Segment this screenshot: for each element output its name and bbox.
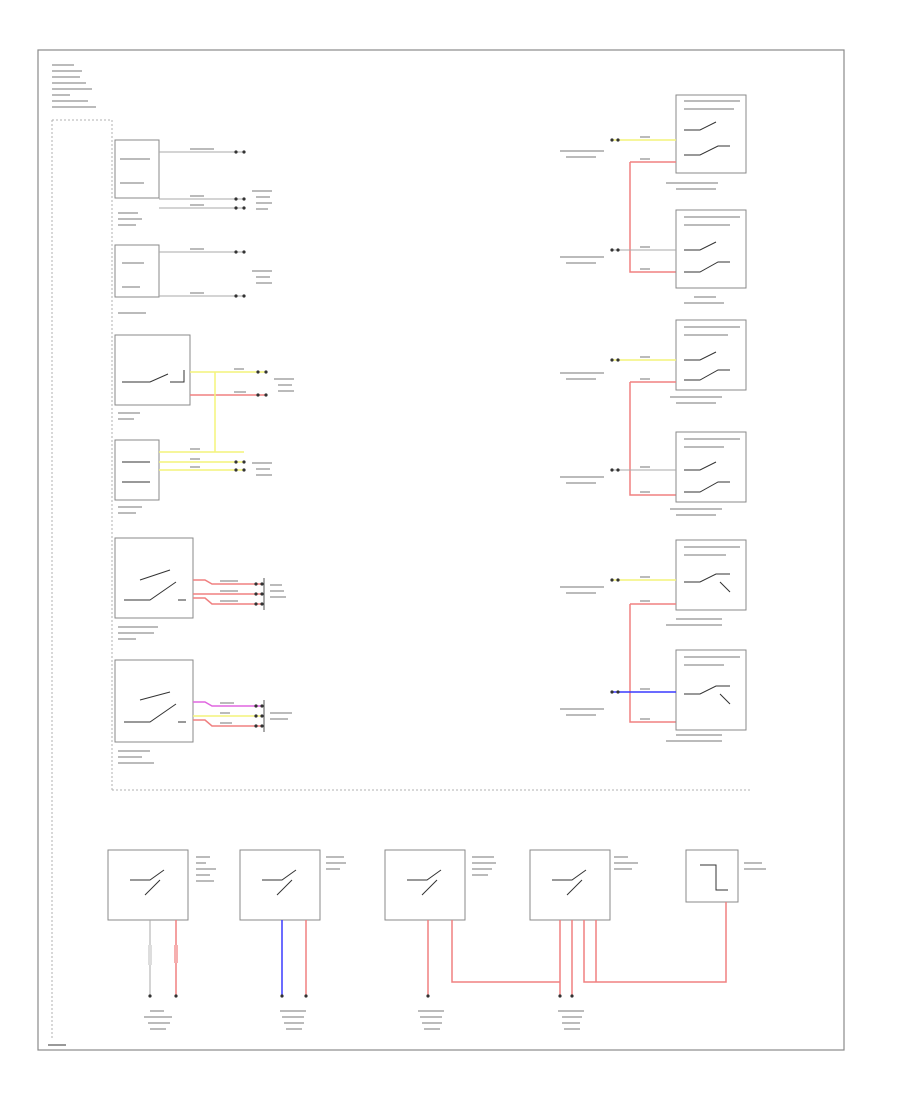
wire-group <box>560 688 676 720</box>
switch-component <box>114 334 191 420</box>
wire-group <box>193 578 286 610</box>
switch-component <box>114 244 160 314</box>
sensor-component <box>529 849 727 1030</box>
switch-component <box>114 659 194 764</box>
wire-group <box>159 448 272 476</box>
switch-component <box>675 209 747 304</box>
switch-component <box>666 94 747 190</box>
wire-group <box>193 700 292 732</box>
switch-component <box>670 431 747 516</box>
diagram-frame <box>37 49 845 1051</box>
wire-group <box>159 148 272 210</box>
wire-group <box>560 466 676 493</box>
wire-group <box>560 576 676 723</box>
header-note <box>52 64 96 108</box>
sensor-component <box>107 849 216 1030</box>
switch-component <box>114 139 160 226</box>
wire-group <box>560 356 676 496</box>
switch-component <box>666 539 747 626</box>
wire-group <box>159 248 272 298</box>
sensor-component <box>239 849 346 1030</box>
sensor-component <box>685 849 766 920</box>
wire-group <box>560 136 676 273</box>
switch-component <box>114 439 160 514</box>
switch-component <box>114 537 194 640</box>
switch-component <box>670 319 747 404</box>
switch-component <box>666 649 747 742</box>
wire-group <box>560 246 676 270</box>
sensor-component <box>384 849 560 1030</box>
wire-group <box>190 368 294 452</box>
